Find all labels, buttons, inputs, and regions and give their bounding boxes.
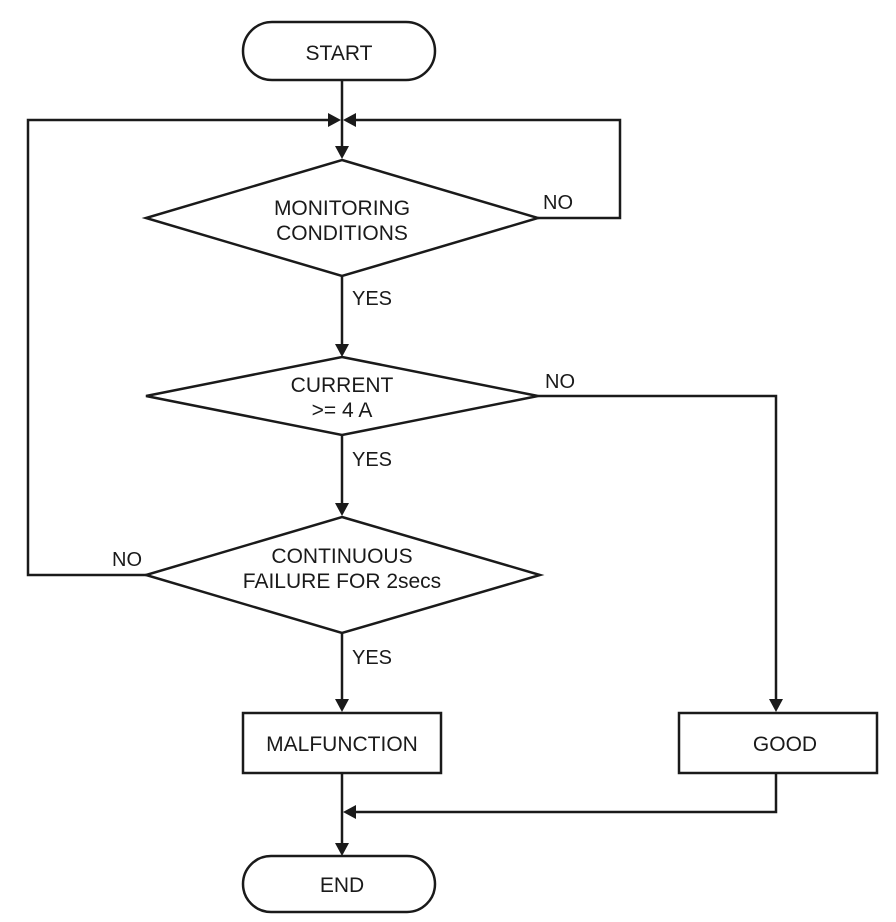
- current-label-line2: >= 4 A: [312, 399, 373, 422]
- current-decision: [145, 355, 539, 437]
- current-yes-label: YES: [352, 449, 392, 471]
- continuous-failure-decision: [141, 515, 545, 635]
- continuous-label-line1: CONTINUOUS: [271, 545, 412, 568]
- edge-good-to-end: [354, 773, 778, 814]
- monitoring-conditions-decision: [141, 158, 543, 278]
- arrowhead-good-merge: [343, 805, 356, 819]
- edge-continuous-no-loop: [26, 118, 330, 577]
- malfunction-box: [241, 711, 443, 775]
- arrowhead-into-current: [335, 344, 349, 357]
- arrowhead-into-continuous: [335, 503, 349, 516]
- current-no-label: NO: [545, 371, 575, 393]
- arrowhead-into-good: [769, 699, 783, 712]
- arrowhead-left-merge: [328, 113, 341, 127]
- monitoring-no-label: NO: [543, 192, 573, 214]
- good-box: [677, 711, 879, 775]
- edge-current-no: [538, 394, 778, 703]
- monitoring-yes-label: YES: [352, 288, 392, 310]
- edge-monitoring-no-loop: [354, 118, 622, 220]
- start-terminal: [241, 20, 437, 82]
- monitoring-label-line1: MONITORING: [274, 197, 410, 220]
- arrowhead-into-malfunction: [335, 699, 349, 712]
- continuous-label-line2: FAILURE FOR 2secs: [243, 570, 441, 593]
- arrowhead-right-merge: [343, 113, 356, 127]
- arrowhead-into-end: [335, 843, 349, 856]
- end-terminal: [241, 854, 437, 914]
- monitoring-label-line2: CONDITIONS: [276, 222, 408, 245]
- malfunction-label: MALFUNCTION: [266, 733, 418, 756]
- arrowhead-into-monitoring: [335, 146, 349, 159]
- start-label: START: [306, 42, 373, 65]
- current-label-line1: CURRENT: [291, 374, 394, 397]
- end-label: END: [320, 874, 364, 897]
- continuous-yes-label: YES: [352, 647, 392, 669]
- continuous-no-label: NO: [112, 549, 142, 571]
- good-label: GOOD: [753, 733, 817, 756]
